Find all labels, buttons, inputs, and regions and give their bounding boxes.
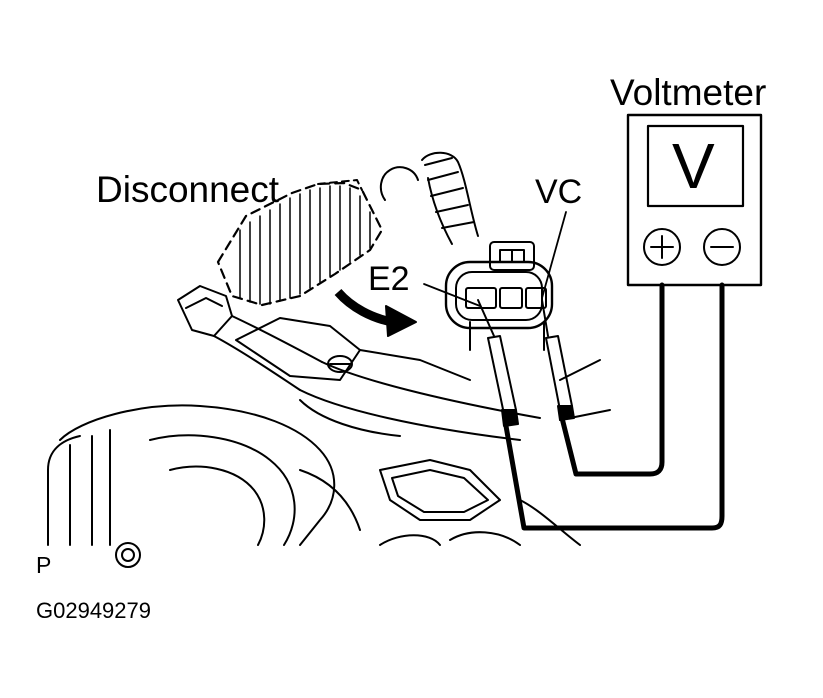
mounting-bracket <box>177 285 541 441</box>
terminal-vc-label: VC <box>535 173 583 211</box>
minus-terminal-icon <box>703 228 741 266</box>
terminal-e2-label: E2 <box>368 260 410 298</box>
sensor-connector <box>444 241 554 351</box>
disconnect-label: Disconnect <box>96 169 280 210</box>
corner-mark: P <box>36 552 52 578</box>
curved-arrow-icon <box>334 288 417 337</box>
figure-code: G02949279 <box>36 598 151 623</box>
test-probes <box>477 299 575 427</box>
leader-lines <box>423 211 567 307</box>
meter-leads <box>503 282 725 531</box>
voltmeter-label: Voltmeter <box>610 72 767 113</box>
wire-harness <box>379 151 479 245</box>
disconnected-connector <box>216 179 384 307</box>
meter-display-glyph: V <box>672 130 715 202</box>
voltmeter <box>626 113 763 287</box>
plus-terminal-icon <box>643 228 681 266</box>
